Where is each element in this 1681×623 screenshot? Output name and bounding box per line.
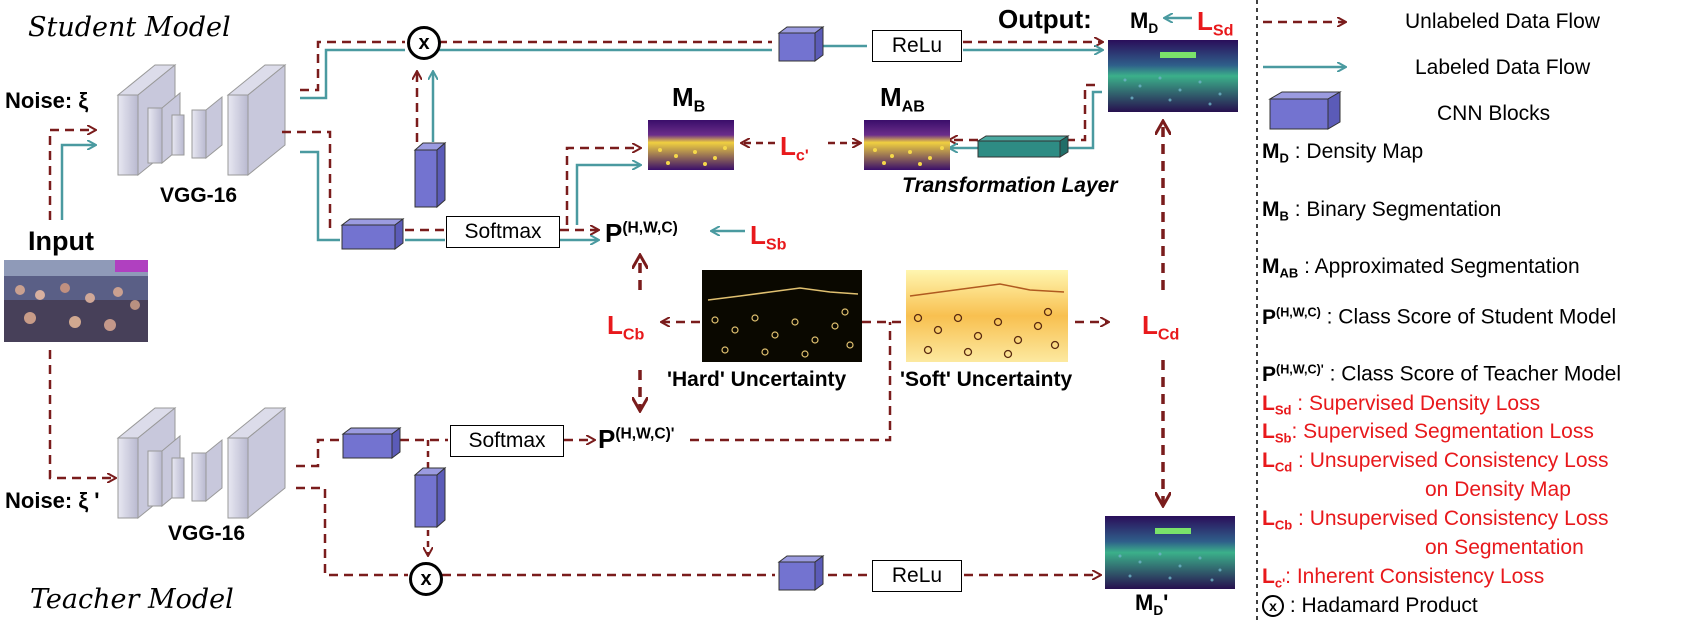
mb-label: MB — [672, 82, 706, 116]
legend-cnn-block — [1268, 91, 1342, 130]
md-prime-label: MD' — [1135, 590, 1169, 618]
lsd-label: LSd — [1197, 6, 1234, 40]
legend-unlabeled-text: Unlabeled Data Flow — [1405, 10, 1600, 33]
legend-lsd: LSd : Supervised Density Loss — [1262, 392, 1541, 418]
binary-segmentation-map — [648, 120, 734, 170]
soft-uncertainty-map — [906, 270, 1068, 362]
hadamard-product-student-icon: x — [407, 26, 441, 60]
density-map-student — [1108, 40, 1238, 112]
soft-uncertainty-label: 'Soft' Uncertainty — [900, 368, 1073, 391]
noise-teacher-label: Noise: ξ ' — [5, 488, 100, 513]
p-student-label: P(H,W,C) — [605, 218, 678, 248]
output-label: Output: — [998, 4, 1092, 34]
flow-output-to-transform-unlabeled — [1058, 83, 1095, 142]
cnn-block-teacher-mid — [341, 427, 402, 459]
vgg16-teacher-icon — [116, 406, 287, 520]
lcd-label: LCd — [1142, 310, 1180, 344]
flow-vgg-to-cnn-labeled — [300, 150, 340, 242]
lcb-label: LCb — [607, 310, 645, 344]
legend-lcd: LCd : Unsupervised Consistency Loss — [1262, 449, 1609, 475]
lc-prime-label: Lc' — [780, 131, 809, 165]
flow-teacher-p-to-uncertainty — [690, 322, 892, 442]
input-label: Input — [28, 226, 94, 256]
mab-label: MAB — [880, 82, 925, 116]
lsb-label: LSb — [750, 220, 787, 254]
legend-lcd-desc-line2: on Density Map — [1425, 478, 1571, 501]
flow-to-mb-unlabeled — [565, 148, 640, 225]
relu-box-student: ReLu — [872, 30, 962, 62]
cnn-block-teacher-vertical — [413, 466, 447, 529]
student-model-title: Student Model — [28, 12, 231, 43]
legend-p-prime: P(H,W,C)' : Class Score of Teacher Model — [1262, 362, 1622, 386]
legend-md: MD : Density Map — [1262, 140, 1424, 166]
flow-to-mb-labeled — [575, 165, 640, 225]
legend-lcb-desc-line2: on Segmentation — [1425, 536, 1584, 559]
relu-box-teacher: ReLu — [872, 560, 962, 592]
legend-mab: MAB : Approximated Segmentation — [1262, 255, 1580, 281]
flow-vgg-to-cnn-unlabeled — [282, 130, 332, 228]
legend-labeled-text: Labeled Data Flow — [1415, 56, 1591, 79]
p-teacher-label: P(H,W,C)' — [598, 424, 675, 454]
cnn-block-teacher-bottom — [777, 555, 825, 591]
flow-teacher-vgg-to-hadamard — [296, 486, 408, 577]
legend-hadamard-icon: x — [1262, 595, 1284, 618]
approximated-segmentation-map — [864, 120, 950, 170]
flow-vgg-to-hadamard-labeled — [300, 48, 405, 100]
md-label: MD — [1130, 8, 1159, 36]
transformation-layer-label: Transformation Layer — [902, 174, 1118, 197]
cnn-block-student-mid — [340, 218, 405, 250]
flow-input-to-teacher — [48, 350, 115, 478]
softmax-box-teacher: Softmax — [450, 425, 564, 457]
input-crowd-image — [4, 260, 148, 342]
hard-uncertainty-label: 'Hard' Uncertainty — [667, 368, 847, 391]
flow-input-to-student-labeled — [60, 145, 95, 220]
hard-uncertainty-map — [702, 270, 862, 362]
vgg16-teacher-label: VGG-16 — [168, 522, 246, 545]
teacher-model-title: Teacher Model — [30, 584, 234, 615]
flow-teacher-vgg-to-cnn — [296, 438, 342, 468]
legend-cnn-text: CNN Blocks — [1437, 102, 1551, 125]
cnn-block-student-top — [777, 26, 825, 62]
softmax-box-student: Softmax — [446, 216, 560, 248]
flow-input-to-student-unlabeled — [48, 130, 95, 220]
legend-lsb: LSb: Supervised Segmentation Loss — [1262, 420, 1594, 446]
flow-vgg-to-hadamard-unlabeled — [300, 40, 405, 92]
noise-student-label: Noise: ξ — [5, 88, 89, 113]
flow-output-to-transform-labeled — [1058, 90, 1102, 150]
vgg16-student-label: VGG-16 — [160, 184, 238, 207]
legend-p: P(H,W,C) : Class Score of Student Model — [1262, 305, 1617, 329]
legend-hadamard: x : Hadamard Product — [1262, 594, 1478, 618]
transformation-layer-block — [976, 135, 1070, 158]
legend-lc: Lc': Inherent Consistency Loss — [1262, 565, 1545, 591]
legend-mb: MB : Binary Segmentation — [1262, 198, 1502, 224]
vgg16-student-icon — [116, 63, 287, 177]
cnn-block-student-vertical — [413, 141, 447, 209]
legend-lcb: LCb : Unsupervised Consistency Loss — [1262, 507, 1609, 533]
density-map-teacher — [1105, 516, 1235, 589]
hadamard-product-teacher-icon: x — [409, 562, 443, 596]
